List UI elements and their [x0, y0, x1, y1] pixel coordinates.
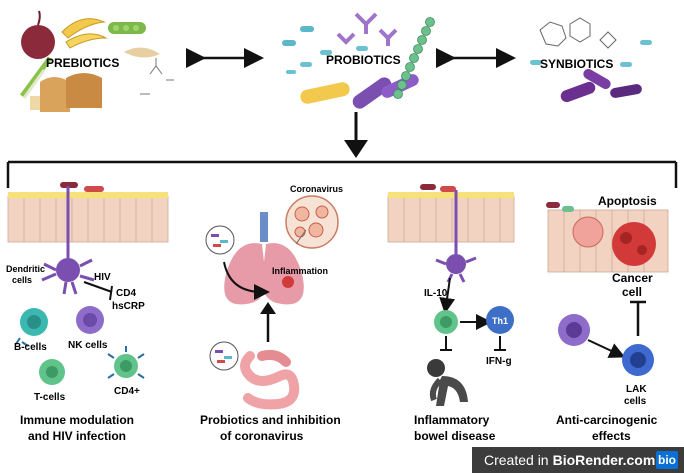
synbiotics-illustration — [530, 17, 652, 103]
created-in-text: Created in — [484, 452, 549, 468]
ibd-caption-1: Inflammatory — [414, 413, 490, 427]
th1-cell — [486, 306, 514, 334]
ibd-caption-2: bowel disease — [414, 429, 496, 443]
outcome-bracket — [6, 160, 678, 188]
biorender-logo-icon: bio — [656, 451, 678, 469]
cancer-inhibition — [630, 300, 646, 336]
precursor-cell — [558, 314, 590, 346]
cd4-label: CD4 — [116, 288, 136, 299]
t-cell — [39, 359, 65, 385]
arrow-down-probiotics — [344, 112, 368, 158]
intestine — [240, 349, 300, 410]
nk-cells-label: NK cells — [68, 340, 108, 351]
probiotic-bubble-gut — [209, 341, 239, 371]
arrow-gut-to-lung — [260, 302, 276, 342]
corona-caption-1: Probiotics and inhibition — [200, 413, 341, 427]
coronavirus-magnified — [285, 195, 339, 249]
probiotics-bacteria-illustration — [282, 12, 435, 109]
apoptosis-label: Apoptosis — [598, 194, 657, 208]
synbiotics-label: SYNBIOTICS — [540, 57, 613, 71]
cd4-plus-label: CD4+ — [114, 386, 140, 397]
cancer-caption-1: Anti-carcinogenic — [556, 413, 658, 427]
hscrp-label: hsCRP — [112, 301, 145, 312]
nk-cell — [76, 306, 104, 334]
inflammation-label: Inflammation — [272, 266, 328, 276]
dendritic-label-1: Dendritic — [6, 264, 45, 274]
immune-caption-2: and HIV infection — [28, 429, 126, 443]
ibd-dendritic-cell — [435, 190, 477, 283]
corona-caption-2: of coronavirus — [220, 429, 304, 443]
hiv-label: HIV — [94, 272, 111, 283]
ifng-label: IFN-g — [486, 356, 512, 367]
arrow-to-lak — [587, 339, 626, 358]
cancer-caption-2: effects — [592, 429, 631, 443]
b-cell — [15, 308, 48, 347]
cancer-label-1: Cancer — [612, 271, 653, 285]
th1-label: Th1 — [492, 316, 508, 326]
ifng-inhibition — [494, 336, 506, 351]
b-cells-label: B-cells — [14, 342, 47, 353]
lak-label-1: LAK — [626, 384, 647, 395]
person-abdominal-pain — [427, 359, 468, 406]
probiotics-label: PROBIOTICS — [326, 53, 401, 67]
cancer-tissue — [546, 202, 669, 273]
immune-caption-1: Immune modulation — [20, 413, 134, 427]
prebiotics-label: PREBIOTICS — [46, 56, 119, 70]
arrow-il10 — [439, 277, 456, 314]
probiotic-bubble-lung — [205, 225, 270, 300]
dendritic-cell — [41, 186, 95, 295]
cancer-label-2: cell — [622, 285, 642, 299]
lak-cell — [622, 344, 654, 376]
il10-label: IL-10 — [424, 288, 448, 299]
prebiotics-food-illustration — [19, 10, 174, 112]
ibd-epithelium — [387, 184, 515, 243]
dendritic-label-2: cells — [12, 275, 32, 285]
lak-label-2: cells — [624, 396, 647, 407]
ibd-green-cell — [434, 310, 458, 334]
t-cells-label: T-cells — [34, 392, 66, 403]
immune-epithelium — [7, 182, 169, 243]
hiv-inhibition-line — [83, 281, 113, 301]
biorender-brand: BioRender.com — [552, 452, 656, 468]
ibd-inhibition — [440, 336, 452, 351]
biorender-badge: Created in BioRender.com bio — [472, 447, 684, 473]
coronavirus-label: Coronavirus — [290, 184, 343, 194]
cd4-plus-cell — [107, 346, 145, 379]
